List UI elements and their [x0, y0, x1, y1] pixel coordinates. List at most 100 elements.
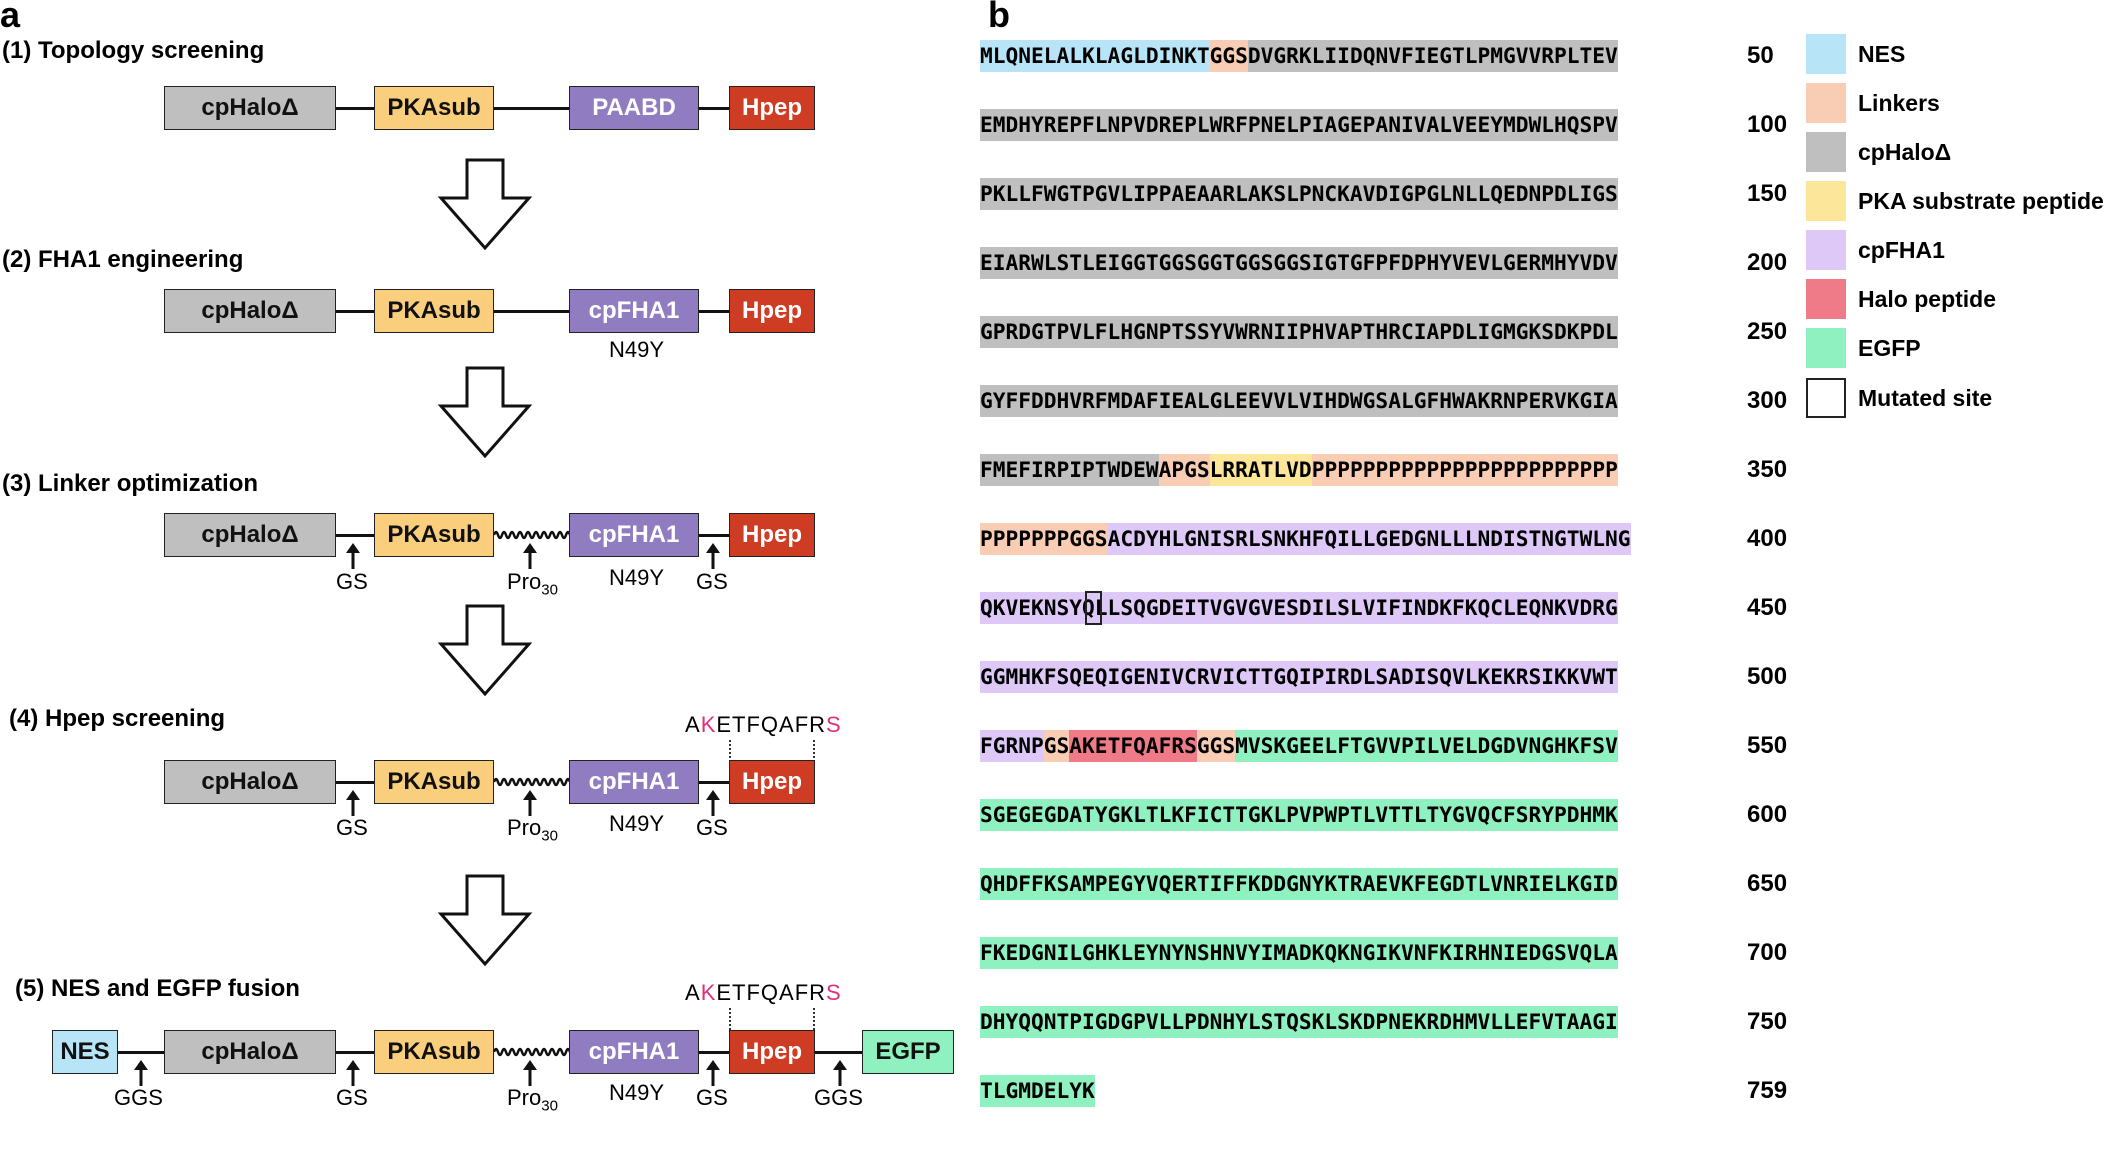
residue-number: 350	[1747, 456, 1788, 483]
down-arrow-icon	[437, 158, 533, 251]
proline-linker-icon	[494, 530, 570, 540]
legend-label: EGFP	[1858, 335, 1921, 361]
step-1-title: (1) Topology screening	[2, 37, 265, 64]
sequence-line: GPRDGTPVLFLHGNPTSSYVWRNIIPHVAPTHRCIAPDLI…	[980, 316, 1618, 348]
sequence-segment-link: PPPPPPPGGS	[980, 523, 1108, 555]
down-arrow-icon	[437, 604, 533, 697]
panel-letter-b: b	[988, 0, 1010, 35]
sequence-segment-pka: LRRATLVD	[1209, 454, 1312, 486]
residue-number: 50	[1747, 42, 1774, 69]
sequence-line: EIARWLSTLEIGGTGGSGGTGGSGGSIGTGFPFDPHYVEV…	[980, 247, 1618, 279]
cphalo-box: cpHaloΔ	[164, 760, 336, 804]
dotted-guide	[813, 740, 817, 762]
cpfha1-box: cpFHA1	[569, 289, 699, 333]
sequence-segment-link: PPPPPPPPPPPPPPPPPPPPPPPP	[1311, 454, 1618, 486]
residue-number: 600	[1747, 801, 1788, 828]
step-3-title: (3) Linker optimization	[2, 470, 259, 497]
residue-number: 150	[1747, 180, 1788, 207]
connector-line	[697, 310, 731, 313]
sequence-segment-egfp: MVSKGEELFTGVVPILVELDGDVNGHKFSV	[1235, 730, 1618, 762]
legend-swatch	[1806, 328, 1846, 368]
sequence-segment-halo: GPRDGTPVLFLHGNPTSSYVWRNIIPHVAPTHRCIAPDLI…	[980, 316, 1618, 348]
sequence-segment-egfp: FKEDGNILGHKLEYNYNSHNVYIMADKQKNGIKVNFKIRH…	[980, 937, 1618, 969]
legend-label: cpFHA1	[1858, 237, 1945, 263]
sequence-line: QHDFFKSAMPEGYVQERTIFFKDDGNYKTRAEVKFEGDTL…	[980, 868, 1618, 900]
connector-line	[697, 534, 731, 537]
sequence-segment-link: GGS	[1209, 40, 1248, 72]
cphalo-box: cpHaloΔ	[164, 1030, 336, 1074]
pkasub-box: PKAsub	[374, 760, 494, 804]
residue-number: 500	[1747, 663, 1788, 690]
nes-box: NES	[52, 1030, 118, 1074]
proline-linker-icon	[494, 1047, 570, 1057]
legend-label: cpHaloΔ	[1858, 139, 1952, 165]
arrow-up-icon	[523, 543, 537, 569]
connector-line	[114, 1051, 168, 1054]
sequence-row: EIARWLSTLEIGGTGGSGGTGGSGGSIGTGFPFDPHYVEV…	[980, 247, 2080, 279]
sequence-line: EMDHYREPFLNPVDREPLWRFPNELPIAGEPANIVALVEE…	[980, 109, 1618, 141]
pkasub-box: PKAsub	[374, 86, 494, 130]
sequence-row: TLGMDELYK	[980, 1075, 2080, 1107]
step-2-title: (2) FHA1 engineering	[2, 246, 244, 273]
arrow-up-icon	[346, 1060, 360, 1086]
arrow-up-icon	[523, 1060, 537, 1086]
gs-linker-label: GS	[336, 1085, 368, 1110]
panel-letter-a: a	[0, 0, 21, 35]
step-4-title: (4) Hpep screening	[9, 705, 226, 732]
mutation-label: N49Y	[609, 1080, 665, 1105]
mutated-site-box	[1084, 591, 1102, 625]
arrow-up-icon	[523, 790, 537, 816]
sequence-row: DHYQQNTPIGDGPVLLPDNHYLSTQSKLSKDPNEKRDHMV…	[980, 1006, 2080, 1038]
sequence-line: SGEGEGDATYGKLTLKFICTTGKLPVPWPTLVTTLTYGVQ…	[980, 799, 1618, 831]
hpep-box: Hpep	[729, 86, 815, 130]
hpep-sequence: AKETFQAFRS	[685, 712, 842, 737]
legend-swatch	[1806, 34, 1846, 74]
ggs-linker-label: GGS	[114, 1085, 163, 1110]
arrow-up-icon	[706, 1060, 720, 1086]
sequence-segment-egfp: TLGMDELYK	[980, 1075, 1095, 1107]
sequence-row: GPRDGTPVLFLHGNPTSSYVWRNIIPHVAPTHRCIAPDLI…	[980, 316, 2080, 348]
sequence-row: GGMHKFSQEQIGENIVCRVICTTGQIPIRDLSADISQVLK…	[980, 661, 2080, 693]
connector-line	[330, 534, 380, 537]
proline-linker-icon	[494, 777, 570, 787]
connector-line	[492, 310, 572, 313]
hpep-box: Hpep	[729, 513, 815, 557]
pro30-linker-label: Pro30	[507, 815, 558, 845]
arrow-up-icon	[134, 1060, 148, 1086]
pkasub-box: PKAsub	[374, 289, 494, 333]
pro30-linker-label: Pro30	[507, 1085, 558, 1115]
down-arrow-icon	[437, 366, 533, 459]
sequence-row: SGEGEGDATYGKLTLKFICTTGKLPVPWPTLVTTLTYGVQ…	[980, 799, 2080, 831]
sequence-segment-link: GGS	[1196, 730, 1236, 762]
mutation-label: N49Y	[609, 337, 665, 362]
sequence-segment-halo: EMDHYREPFLNPVDREPLWRFPNELPIAGEPANIVALVEE…	[980, 109, 1618, 141]
sequence-segment-egfp: DHYQQNTPIGDGPVLLPDNHYLSTQSKLSKDPNEKRDHMV…	[980, 1006, 1618, 1038]
connector-line	[330, 781, 380, 784]
step-4-construct: cpHaloΔ PKAsub cpFHA1 Hpep GS Pro30 N49Y…	[0, 760, 960, 880]
legend-label: PKA substrate peptide	[1858, 188, 2104, 214]
panel-a: a (1) Topology screening cpHaloΔ PKAsub …	[0, 0, 960, 1130]
mutation-label: N49Y	[609, 811, 665, 836]
sequence-segment-halo: DVGRKLIIDQNVFIEGTLPMGVVRPLTEV	[1247, 40, 1618, 72]
legend-label: Mutated site	[1858, 385, 1993, 411]
legend-label: NES	[1858, 41, 1906, 67]
sequence-segment-nes: MLQNELALKLAGLDINKT	[980, 40, 1210, 72]
pkasub-box: PKAsub	[374, 1030, 494, 1074]
residue-number: 650	[1747, 870, 1788, 897]
step-5-construct: NES cpHaloΔ PKAsub cpFHA1 Hpep EGFP GGS …	[0, 1030, 960, 1150]
connector-line	[492, 107, 572, 110]
sequence-row: PKLLFWGTPGVLIPPAEAARLAKSLPNCKAVDIGPGLNLL…	[980, 178, 2080, 210]
sequence-segment-fha: ACDYHLGNISRLSNKHFQILLGEDGNLLLNDISTNGTWLN…	[1107, 523, 1631, 555]
sequence-segment-halo: PKLLFWGTPGVLIPPAEAARLAKSLPNCKAVDIGPGLNLL…	[980, 178, 1618, 210]
residue-number: 759	[1747, 1077, 1788, 1104]
step-5-title: (5) NES and EGFP fusion	[15, 975, 300, 1002]
arrow-up-icon	[346, 543, 360, 569]
arrow-up-icon	[833, 1060, 847, 1086]
legend-swatch	[1806, 181, 1846, 221]
